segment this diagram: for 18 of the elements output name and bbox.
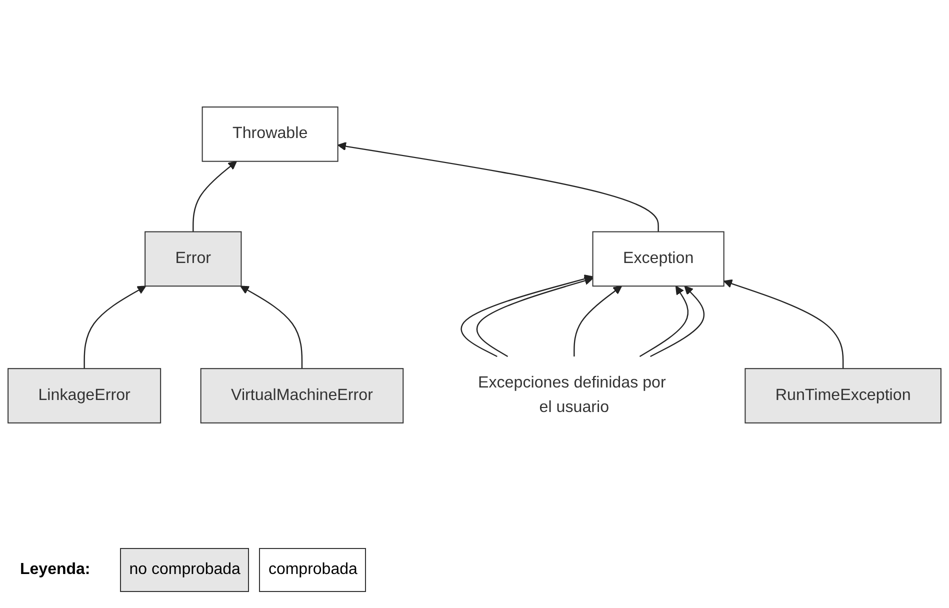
node-box: Exception xyxy=(592,231,724,287)
legend-key: comprobada xyxy=(259,548,366,592)
node-text: Excepciones definidas por el usuario xyxy=(478,374,666,416)
arrow xyxy=(650,286,705,358)
arrow xyxy=(240,286,303,369)
node-box: Throwable xyxy=(202,106,338,162)
node-box: Error xyxy=(144,231,242,287)
arrow xyxy=(192,160,237,232)
arrow xyxy=(723,279,844,369)
node-box: LinkageError xyxy=(8,368,162,424)
arrow xyxy=(84,286,146,369)
legend-heading: Leyenda: xyxy=(20,561,90,579)
arrow xyxy=(574,286,622,357)
node-box: VirtualMachineError xyxy=(200,368,404,424)
arrow xyxy=(639,286,689,358)
legend-key: no comprobada xyxy=(120,548,250,592)
node-box: RunTimeException xyxy=(744,368,942,424)
arrow xyxy=(337,142,659,232)
